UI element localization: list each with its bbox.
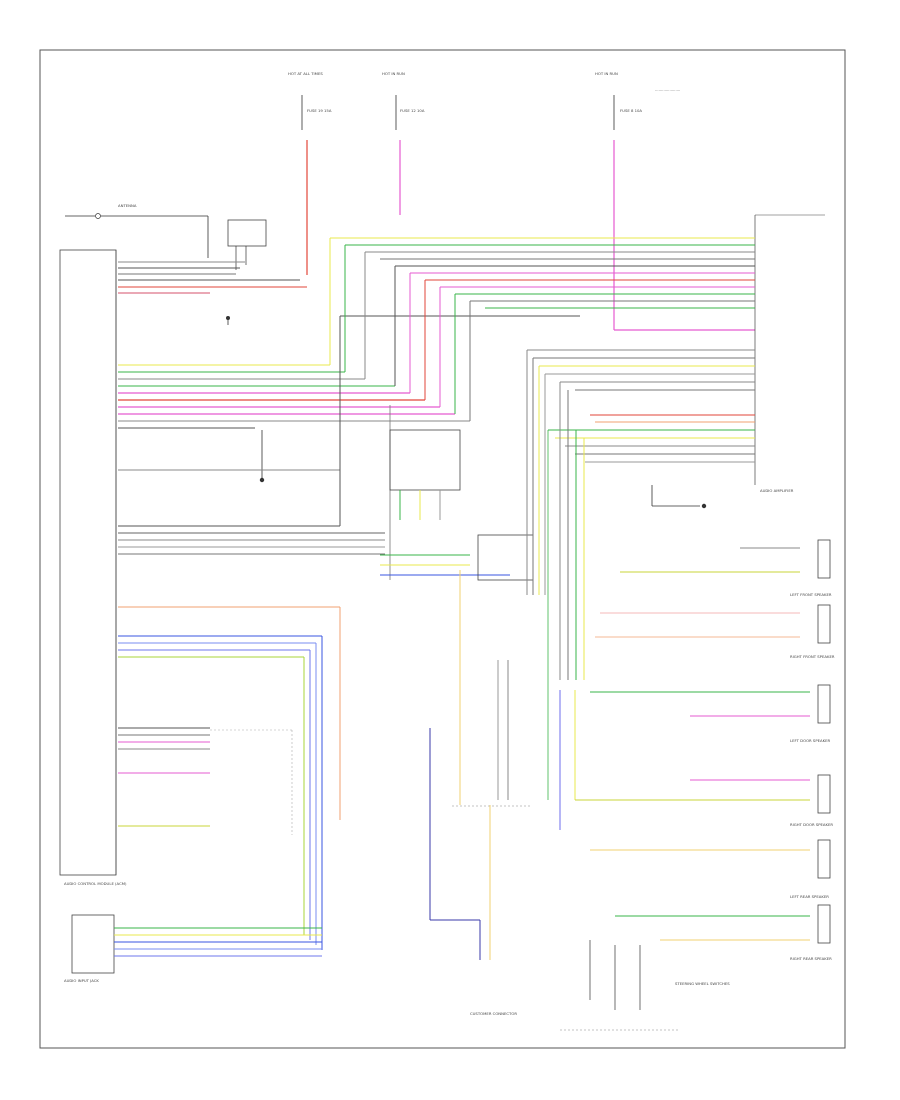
steering-wheel-switches: STEERING WHEEL SWITCHES	[560, 940, 730, 1031]
speaker-left-door: RIGHT DOOR SPEAKER	[690, 774, 833, 827]
feed-3-note: ·····················	[655, 88, 680, 93]
speaker-label: RIGHT REAR SPEAKER	[790, 956, 832, 961]
speaker-right-rear: RIGHT REAR SPEAKER	[615, 904, 832, 961]
harness-middle-lower	[429, 660, 561, 960]
speaker-right-door: LEFT DOOR SPEAKER	[590, 684, 830, 743]
center-connector	[477, 349, 755, 595]
speaker-label: LEFT DOOR SPEAKER	[790, 738, 830, 743]
power-feed-fuse: FUSE 8 10A	[620, 108, 642, 113]
steering-switch-label: STEERING WHEEL SWITCHES	[675, 981, 730, 986]
power-feed-label: HOT AT ALL TIMES	[288, 71, 323, 76]
speaker-left-front: RIGHT FRONT SPEAKER	[595, 604, 835, 659]
diagram-frame	[39, 49, 846, 1049]
speaker-label: RIGHT DOOR SPEAKER	[790, 822, 833, 827]
harness-acm-to-amp	[118, 237, 755, 429]
audio-control-module: AUDIO CONTROL MODULE (ACM)	[59, 249, 127, 886]
power-feed-1: HOT AT ALL TIMES FUSE 19 15A	[288, 71, 332, 275]
amplifier-label: AUDIO AMPLIFIER	[760, 488, 794, 493]
audio-amplifier: AUDIO AMPLIFIER	[754, 214, 825, 493]
speaker-right-front: LEFT FRONT SPEAKER	[620, 539, 832, 597]
speaker-label: RIGHT FRONT SPEAKER	[790, 654, 835, 659]
harness-middle	[380, 405, 510, 770]
speaker-label: LEFT FRONT SPEAKER	[790, 592, 832, 597]
acm-label: AUDIO CONTROL MODULE (ACM)	[64, 881, 127, 886]
power-feed-2: HOT IN RUN FUSE 12 10A	[382, 71, 425, 215]
customer-connector: CUSTOMER CONNECTOR	[470, 1011, 517, 1016]
right-connector-group	[547, 382, 810, 801]
ground-symbol-2	[259, 430, 265, 483]
harness-acm-lower	[118, 316, 385, 950]
ground-symbol-1	[226, 316, 230, 325]
power-feed-fuse: FUSE 19 15A	[307, 108, 332, 113]
audio-input-jack: AUDIO INPUT JACK	[64, 914, 322, 983]
speaker-left-rear: LEFT REAR SPEAKER	[590, 839, 831, 899]
customer-connector-label: CUSTOMER CONNECTOR	[470, 1011, 517, 1016]
power-feed-3: HOT IN RUN FUSE 8 10A	[595, 71, 755, 331]
speaker-label: LEFT REAR SPEAKER	[790, 894, 829, 899]
antenna-label: ANTENNA	[118, 203, 137, 208]
antenna: ANTENNA	[65, 203, 209, 258]
audio-input-jack-label: AUDIO INPUT JACK	[64, 978, 99, 983]
power-feed-label: HOT IN RUN	[382, 71, 405, 76]
power-feed-label: HOT IN RUN	[595, 71, 618, 76]
ground-symbol-3	[651, 485, 707, 509]
power-feed-fuse: FUSE 12 10A	[400, 108, 425, 113]
antenna-connector	[227, 219, 267, 270]
